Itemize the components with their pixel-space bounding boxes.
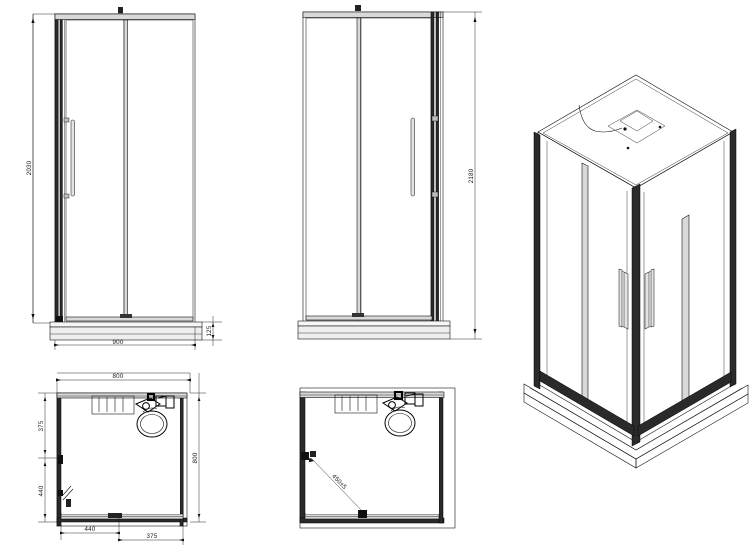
plan-dim-left-lower	[38, 458, 57, 523]
plan-shelf-rack	[91, 395, 135, 415]
view-side-elevation: 2180	[297, 5, 482, 340]
iso-door-handle-right	[644, 268, 655, 330]
plan2-diagonal-dim	[308, 457, 368, 515]
side-height-dim	[443, 11, 482, 340]
view-front-elevation: 2030 900 125	[26, 7, 222, 350]
plan2-shower-mixer	[381, 390, 424, 412]
dim-side-height: 2180	[468, 168, 475, 183]
iso-door-handle-left	[618, 268, 629, 330]
iso-ceiling-light	[607, 109, 666, 150]
plan2-hose-coil	[384, 406, 416, 437]
plan-dim-left-upper	[38, 392, 57, 459]
dim-plan-left-lower: 440	[38, 485, 45, 496]
front-door-handle	[63, 117, 75, 199]
plan-shower-mixer	[134, 392, 175, 413]
dim-plan-bottom-left: 440	[85, 526, 96, 533]
view-plan: 800 800 375 440 440 375	[38, 372, 206, 545]
view-isometric	[523, 74, 749, 469]
iso-power-cable	[578, 104, 623, 133]
front-tray-dim	[202, 316, 222, 346]
dim-front-height: 2030	[26, 160, 33, 175]
dim-front-tray-height: 125	[206, 325, 213, 336]
plan-dim-right	[190, 373, 206, 523]
view-plan-access: 450±5	[299, 387, 456, 529]
side-door-handle	[410, 115, 439, 198]
plan2-shelf-rack	[334, 394, 378, 414]
dim-plan-depth: 800	[192, 452, 199, 463]
dim-plan-width: 800	[113, 373, 124, 380]
plan-dim-bottom	[60, 518, 184, 545]
front-width-dim	[54, 327, 196, 350]
plan-hose-coil	[136, 407, 168, 438]
dim-plan-left-upper: 375	[38, 420, 45, 431]
dim-plan-bottom-right: 375	[147, 533, 158, 540]
dim-front-width: 900	[113, 339, 124, 346]
